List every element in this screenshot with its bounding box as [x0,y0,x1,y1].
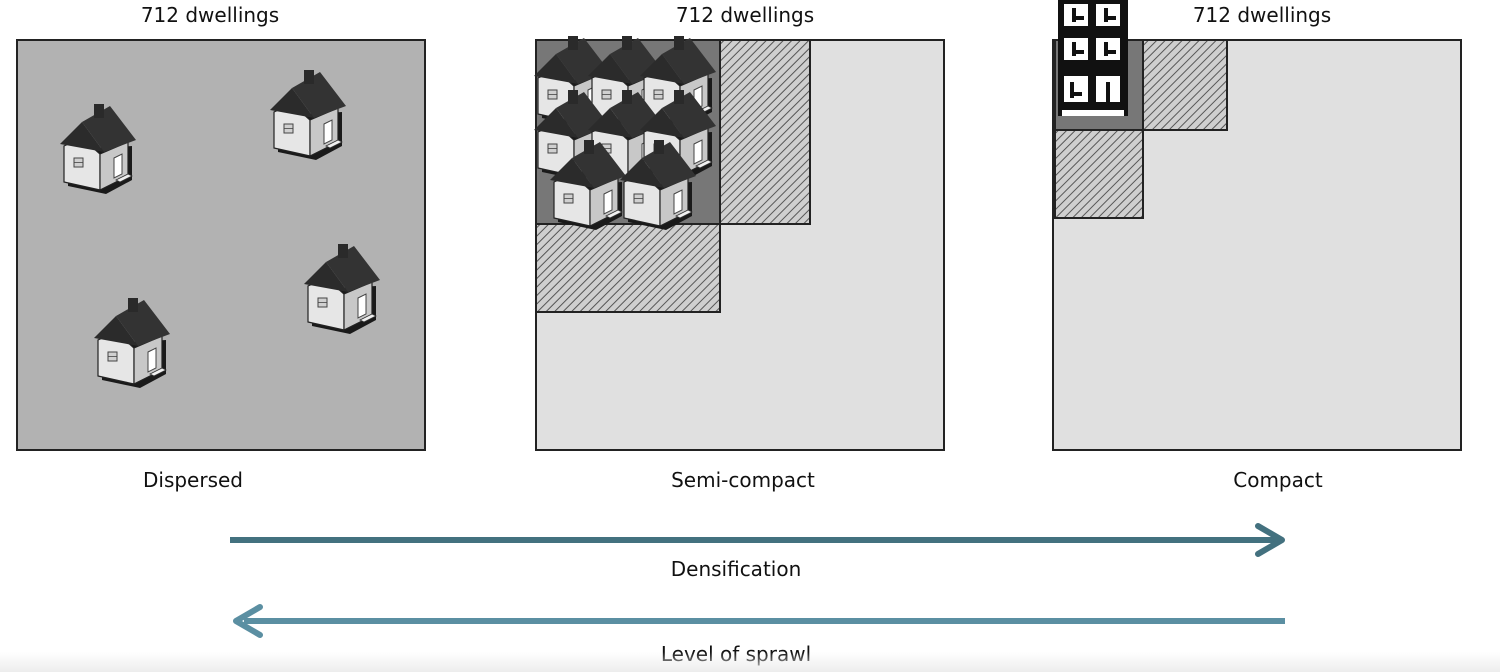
semi-compact-count-label: 712 dwellings [675,3,815,27]
compact-caption: Compact [1233,468,1323,492]
densification-label: Densification [670,557,802,581]
semi-compact-panel [533,35,945,451]
compact-panel [1052,0,1462,451]
semi-compact-caption: Semi-compact [671,468,815,492]
dispersed-count-label: 712 dwellings [140,3,280,27]
bottom-fade [0,652,1500,672]
dispersed-panel [16,39,426,451]
dispersed-caption: Dispersed [142,468,244,492]
sprawl-arrow [233,604,1285,638]
apartment-building-icon [1058,0,1128,116]
compact-count-label: 712 dwellings [1192,3,1332,27]
densification-arrow [230,523,1285,557]
